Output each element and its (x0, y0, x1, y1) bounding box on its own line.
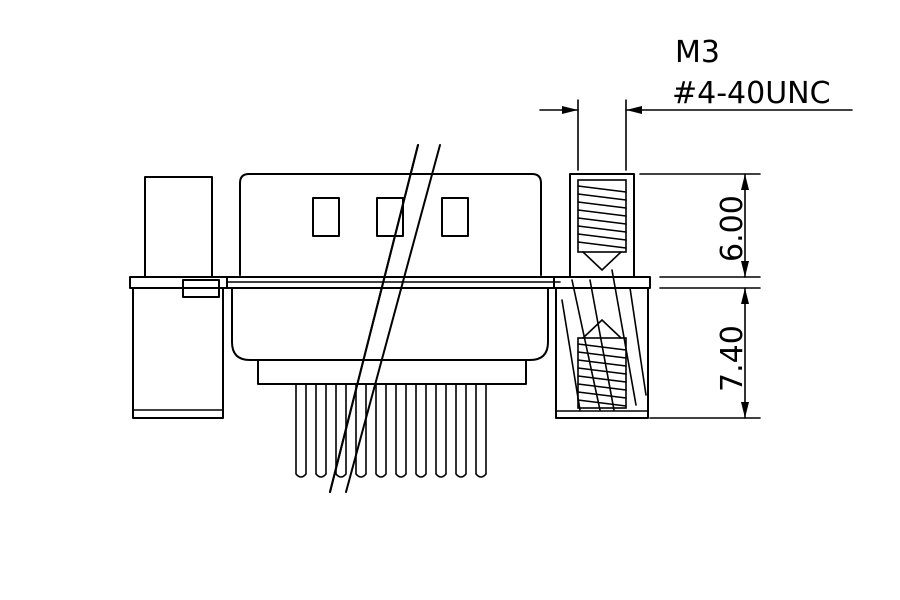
dimensions (539, 99, 853, 419)
thread-unc-label: #4-40UNC (672, 76, 831, 111)
break-lines (329, 144, 441, 493)
screw-lock (553, 173, 651, 419)
contact-windows (312, 197, 469, 237)
dimension-upper-label: 6.00 (715, 195, 750, 262)
dimension-lower-label: 7.40 (715, 325, 750, 392)
contact-pins (295, 383, 487, 478)
thread-metric-label: M3 (675, 35, 720, 70)
connector-shell (226, 173, 561, 385)
left-bracket (129, 176, 228, 419)
